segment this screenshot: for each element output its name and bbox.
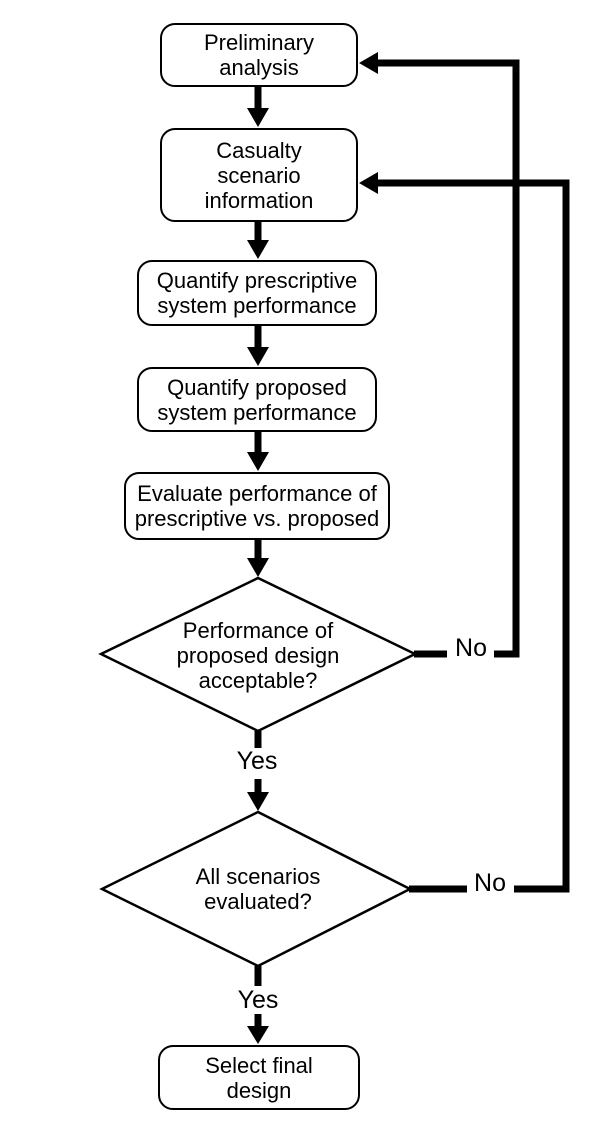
flow-arrow-4-head-icon bbox=[247, 452, 269, 471]
flow-arrow-1-head-icon bbox=[247, 108, 269, 127]
loop-no-2-line bbox=[378, 179, 570, 893]
decision-scenarios-shape bbox=[99, 810, 413, 968]
node-evaluate-performance-label: Evaluate performance of prescriptive vs.… bbox=[134, 481, 380, 531]
flow-arrow-2-head-icon bbox=[247, 240, 269, 259]
flow-arrow-3-head-icon bbox=[247, 347, 269, 366]
loop-no-2-arrowhead-icon bbox=[359, 172, 378, 194]
node-casualty-scenario-information-label: Casualty scenario information bbox=[204, 137, 314, 213]
node-evaluate-performance: Evaluate performance of prescriptive vs.… bbox=[124, 472, 390, 540]
edge-label-yes-1: Yes bbox=[231, 748, 283, 775]
node-casualty-scenario-information: Casualty scenario information bbox=[160, 128, 358, 222]
loop-no-1-arrowhead-icon bbox=[359, 52, 378, 74]
node-quantify-proposed-label: Quantify proposed system performance bbox=[157, 374, 357, 425]
node-preliminary-analysis-label: Preliminary analysis bbox=[203, 30, 315, 80]
node-select-final-design: Select final design bbox=[158, 1045, 360, 1110]
flow-arrow-5-head-icon bbox=[247, 558, 269, 577]
loop-no-1-line bbox=[378, 59, 520, 658]
decision-performance-shape bbox=[98, 576, 418, 733]
flow-yes-1-head-icon bbox=[247, 792, 269, 811]
node-quantify-prescriptive-label: Quantify prescriptive system performance bbox=[156, 268, 358, 318]
node-select-final-design-label: Select final design bbox=[205, 1052, 313, 1103]
node-preliminary-analysis: Preliminary analysis bbox=[160, 23, 358, 87]
edge-label-yes-2: Yes bbox=[232, 987, 284, 1014]
edge-label-no-1: No bbox=[448, 635, 494, 662]
node-quantify-proposed: Quantify proposed system performance bbox=[137, 367, 377, 432]
edge-label-no-2: No bbox=[467, 870, 513, 897]
node-quantify-prescriptive: Quantify prescriptive system performance bbox=[137, 260, 377, 326]
flow-yes-2-head-icon bbox=[247, 1026, 269, 1044]
